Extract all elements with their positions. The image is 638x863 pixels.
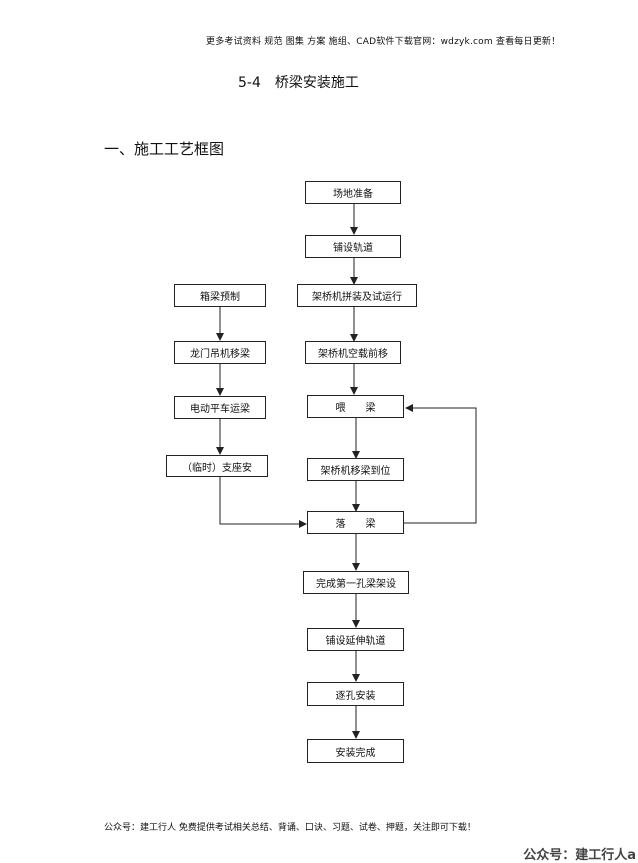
node-install-done: 安装完成	[307, 739, 404, 763]
node-site-prep: 场地准备	[305, 181, 401, 204]
node-beam-precast: 箱梁预制	[174, 284, 266, 307]
node-flatcar-transport: 电动平车运梁	[174, 396, 266, 419]
node-erector-unloaded-move: 架桥机空载前移	[305, 341, 401, 364]
node-erector-assembly: 架桥机拼装及试运行	[297, 284, 417, 307]
header-note: 更多考试资料 规范 图集 方案 施组、CAD软件下载官网：wdzyk.com 查…	[206, 37, 561, 47]
node-lay-track: 铺设轨道	[305, 235, 401, 258]
node-first-span: 完成第一孔梁架设	[303, 571, 409, 594]
node-gantry-move: 龙门吊机移梁	[174, 341, 266, 364]
node-span-by-span: 逐孔安装	[307, 682, 404, 706]
subsection-title: 一、施工工艺框图	[104, 140, 225, 158]
arrow-drop-loop-to-feed	[404, 404, 477, 524]
node-erector-beam-position: 架桥机移梁到位	[307, 458, 404, 481]
node-extend-track: 铺设延伸轨道	[307, 628, 404, 651]
footer-note: 公众号：建工行人 免费提供考试相关总结、背诵、口诀、习题、试卷、押题，关注即可下…	[104, 823, 476, 833]
section-title: 5-4 桥梁安装施工	[238, 75, 359, 91]
node-feed-beam: 喂 梁	[307, 395, 404, 418]
watermark: 公众号：建工行人a	[523, 848, 636, 863]
node-drop-beam: 落 梁	[307, 511, 404, 534]
node-temp-support: （临时）支座安	[166, 455, 268, 477]
arrow-support-to-drop	[219, 477, 307, 528]
